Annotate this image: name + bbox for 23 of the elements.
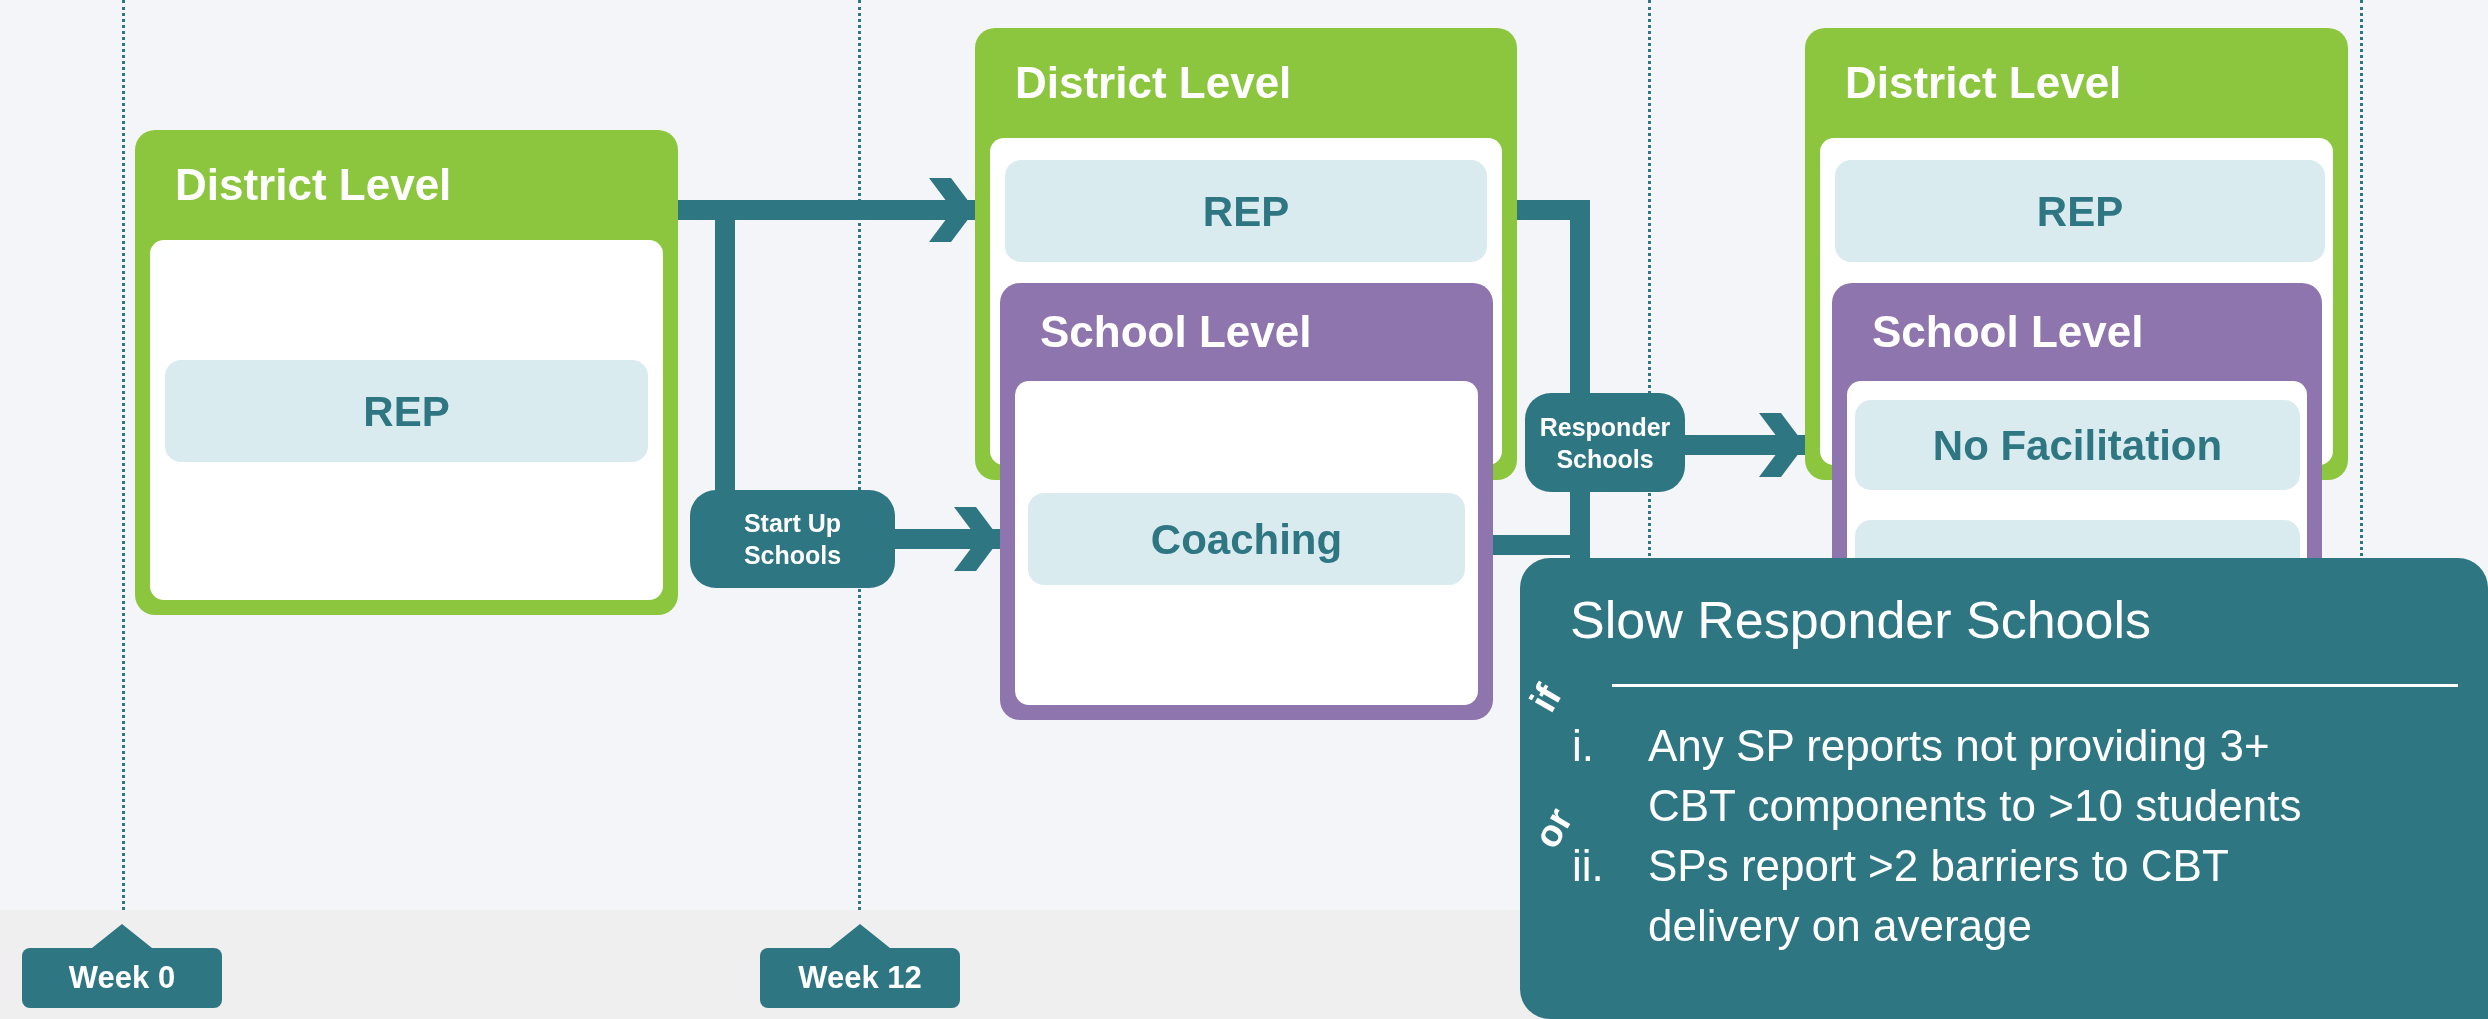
intervention-box: REP xyxy=(165,360,648,462)
panel-heading: School Level xyxy=(1039,310,1312,354)
panel-heading: School Level xyxy=(1871,310,2144,354)
criterion-text: Any SP reports not providing 3+ CBT components to >10 students xyxy=(1648,720,2303,832)
panel-heading: District Level xyxy=(1014,61,1292,105)
schools-badge: Start Up Schools xyxy=(690,490,895,588)
intervention-box: REP xyxy=(1835,160,2325,262)
criteria-callout xyxy=(1520,558,2488,1019)
school-level-panel xyxy=(1000,283,1493,720)
intervention-box: No Facilitation xyxy=(1855,400,2300,490)
list-marker: ii. xyxy=(1572,840,1605,892)
panel-heading: District Level xyxy=(174,163,452,207)
intervention-box: REP xyxy=(1005,160,1487,262)
criterion-text: SPs report >2 barriers to CBT delivery on average xyxy=(1648,840,2229,952)
school-level-panel xyxy=(1832,283,2322,558)
connector-line xyxy=(1517,200,1590,393)
conjunction-label: if xyxy=(1522,677,1569,719)
panel-heading: District Level xyxy=(1844,61,2122,105)
intervention-box: Coaching xyxy=(1028,493,1465,585)
callout-title: Slow Responder Schools xyxy=(1570,590,2151,651)
list-marker: i. xyxy=(1572,720,1595,772)
schools-badge: Responder Schools xyxy=(1525,393,1685,492)
empty-box xyxy=(1855,520,2300,558)
